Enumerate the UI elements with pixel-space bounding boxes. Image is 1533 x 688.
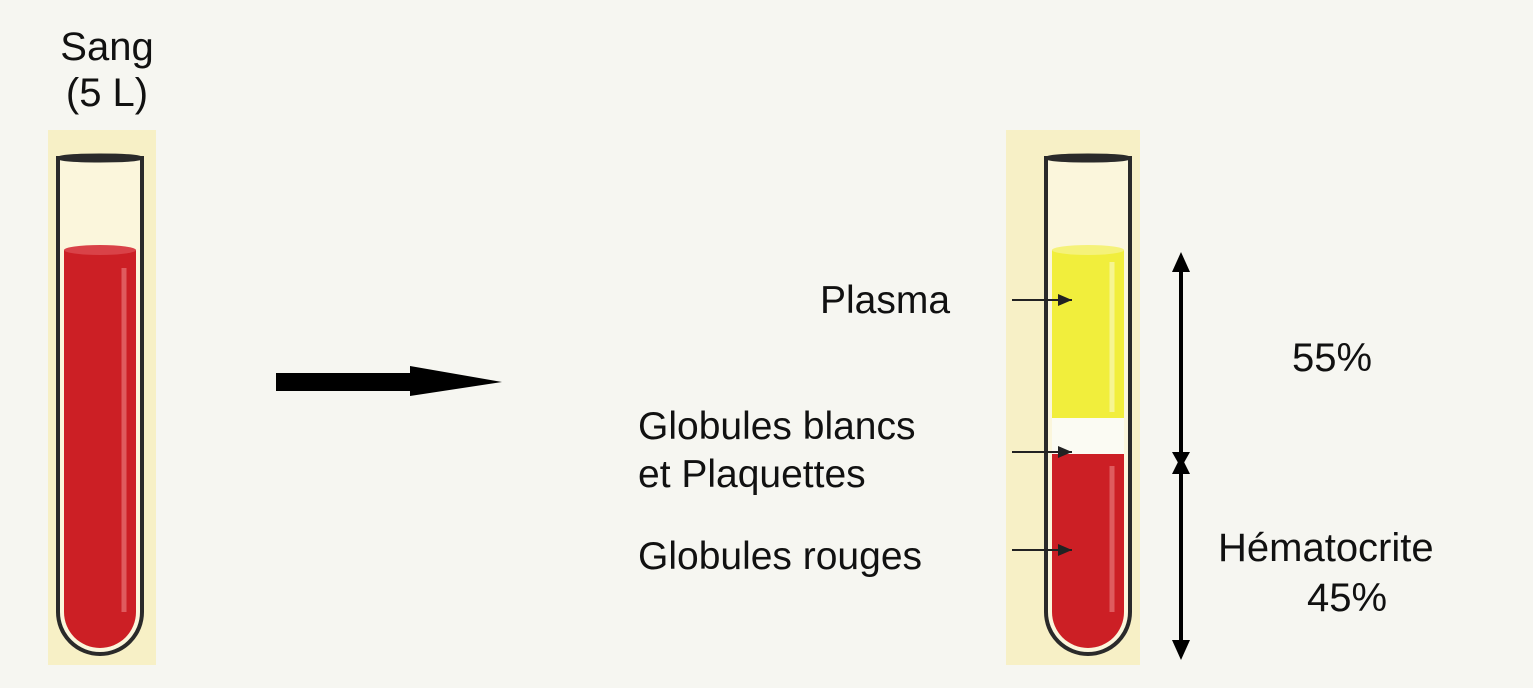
process-arrow-icon (276, 366, 502, 396)
whole-blood-volume: (5 L) (65, 71, 149, 115)
whole-blood-fill (64, 250, 136, 648)
whole-blood-tube (56, 153, 144, 656)
buffy-coat-label-line1: Globules blancs (638, 405, 916, 448)
plasma-percent: 55% (1292, 336, 1373, 380)
plasma-label: Plasma (820, 279, 951, 322)
plasma-measure-arrow-icon (1172, 252, 1190, 468)
whole-blood-title: Sang (60, 25, 154, 69)
plasma-layer (1052, 250, 1124, 418)
hematocrit-measure-arrow-icon (1172, 456, 1190, 660)
separated-tube (1044, 153, 1132, 656)
buffy-coat-label-line2: et Plaquettes (638, 453, 866, 496)
red-cell-label: Globules rouges (638, 535, 923, 578)
red-cell-layer (1052, 454, 1124, 648)
hematocrit-label: Hématocrite (1218, 526, 1434, 570)
hematocrit-percent: 45% (1306, 576, 1388, 620)
buffy-coat-layer (1052, 418, 1124, 454)
